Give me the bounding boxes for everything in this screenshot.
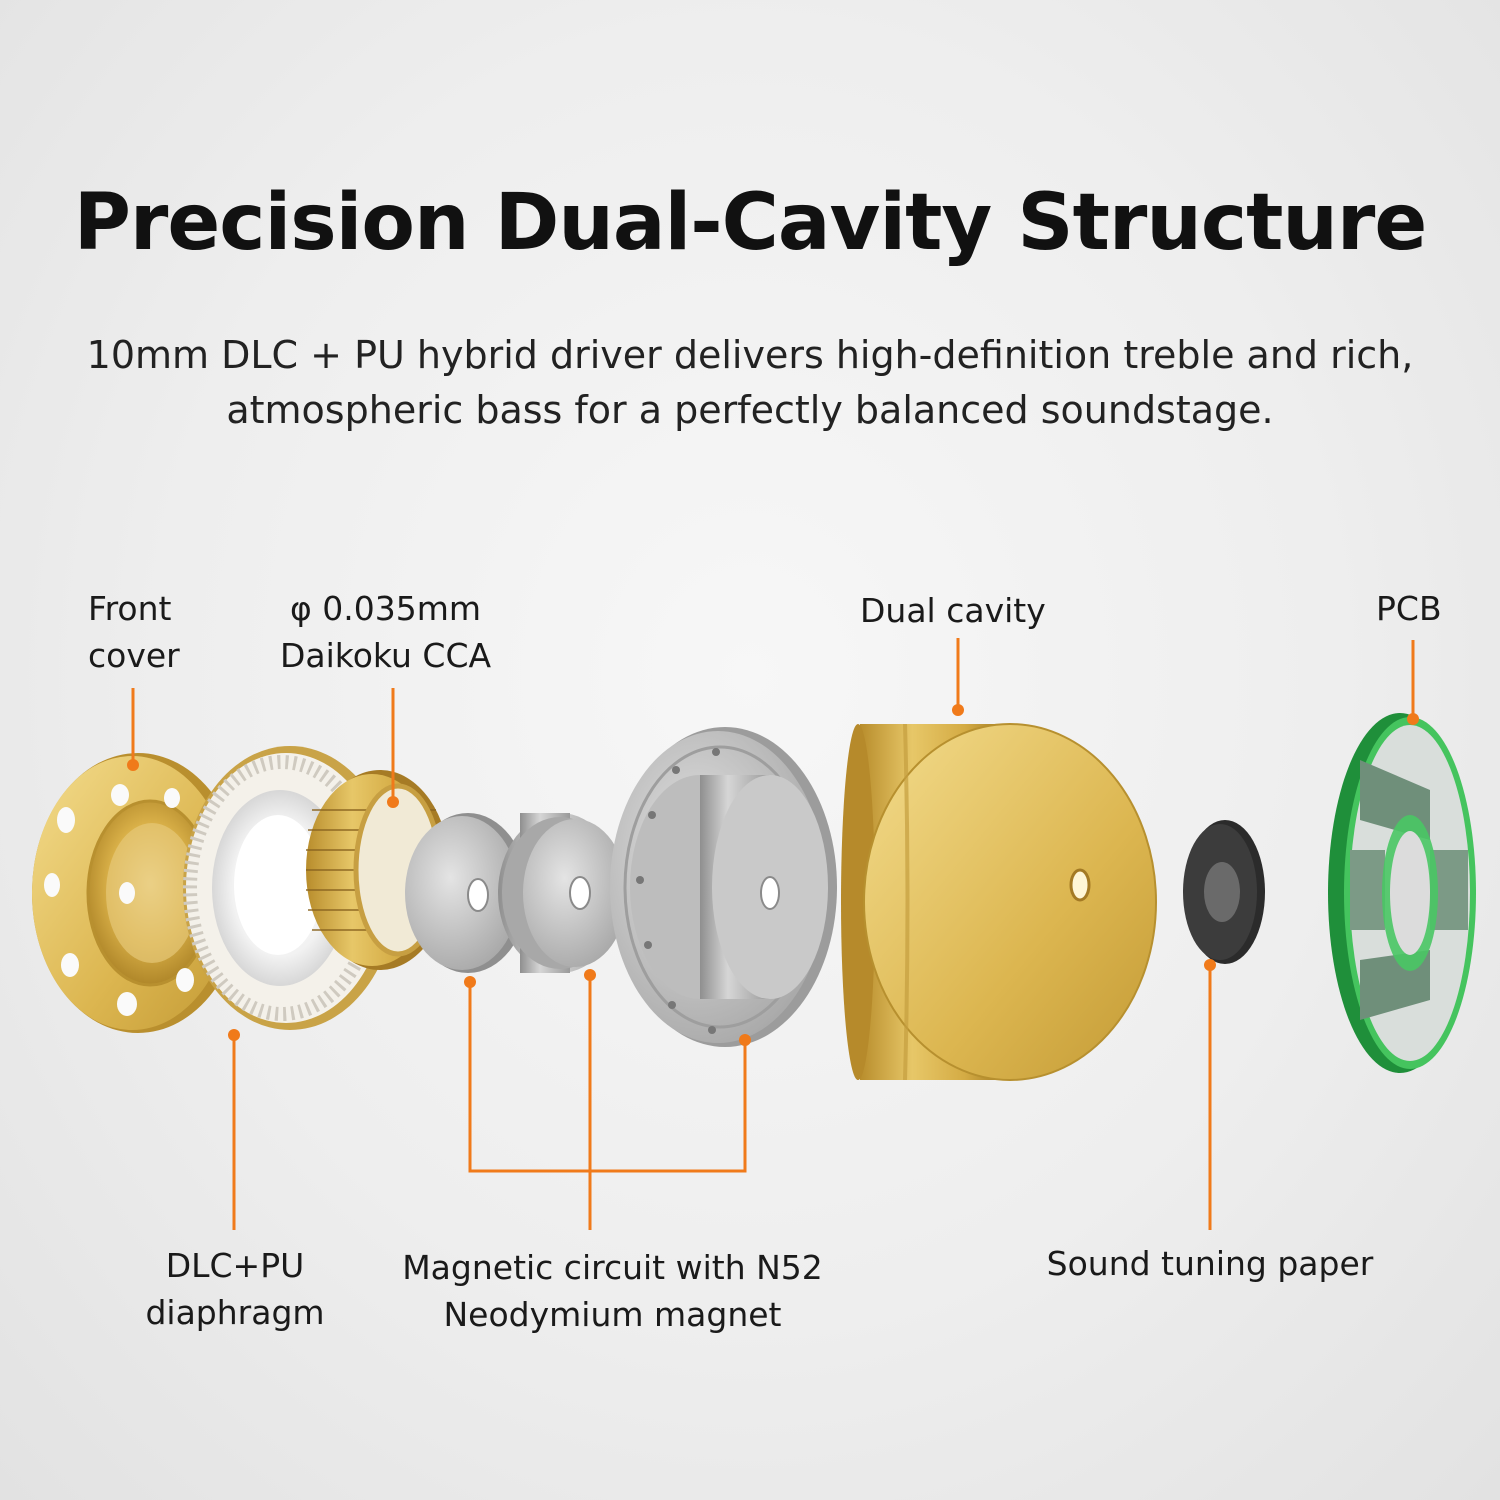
label-magnetic-line-2: Neodymium magnet (443, 1295, 782, 1334)
page-title: Precision Dual-Cavity Structure (73, 178, 1428, 268)
label-diaphragm-line-1: DLC+PU (165, 1246, 305, 1285)
dot-diaphragm (228, 1029, 240, 1041)
dot-wire (387, 796, 399, 808)
label-wire: φ 0.035mm Daikoku CCA (280, 585, 491, 679)
label-tuning-paper: Sound tuning paper (1030, 1240, 1390, 1287)
washer-plate-part (405, 813, 528, 973)
magnetic-cup-part (610, 727, 837, 1047)
label-magnetic-circuit: Magnetic circuit with N52 Neodymium magn… (380, 1244, 845, 1338)
subtitle-line-1: 10mm DLC + PU hybrid driver delivers hig… (86, 333, 1414, 377)
dual-cavity-part (841, 723, 1157, 1081)
label-magnetic-line-1: Magnetic circuit with N52 (402, 1248, 823, 1287)
dot-dual-cavity (952, 704, 964, 716)
label-front-cover-line-1: Front (88, 589, 172, 628)
label-front-cover-line-2: cover (88, 636, 180, 675)
sound-tuning-paper-part (1183, 820, 1265, 964)
label-dual-cavity: Dual cavity (860, 587, 1046, 634)
label-pcb: PCB (1376, 585, 1442, 632)
label-wire-line-1: φ 0.035mm (290, 589, 482, 628)
label-wire-line-2: Daikoku CCA (280, 636, 492, 675)
label-diaphragm: DLC+PU diaphragm (130, 1242, 340, 1336)
callout-magnetic-bracket (468, 982, 747, 1173)
pcb-part (1328, 713, 1476, 1073)
dot-tuning-paper (1204, 959, 1216, 971)
label-front-cover: Front cover (88, 585, 180, 679)
label-dual-cavity-line-1: Dual cavity (860, 591, 1046, 630)
label-diaphragm-line-2: diaphragm (145, 1293, 325, 1332)
front-cover-part (32, 753, 244, 1033)
dot-front-cover (127, 759, 139, 771)
dot-cup (739, 1034, 751, 1046)
dot-magnet (584, 969, 596, 981)
dot-washer (464, 976, 476, 988)
callout-dots (127, 704, 1419, 1046)
subtitle-line-2: atmospheric bass for a perfectly balance… (226, 388, 1274, 432)
label-tuning-paper-line-1: Sound tuning paper (1046, 1244, 1374, 1283)
dot-pcb (1407, 713, 1419, 725)
magnet-part (498, 813, 627, 973)
callout-lines (131, 638, 1415, 1230)
label-pcb-line-1: PCB (1376, 589, 1442, 628)
page-subtitle: 10mm DLC + PU hybrid driver delivers hig… (40, 328, 1460, 438)
